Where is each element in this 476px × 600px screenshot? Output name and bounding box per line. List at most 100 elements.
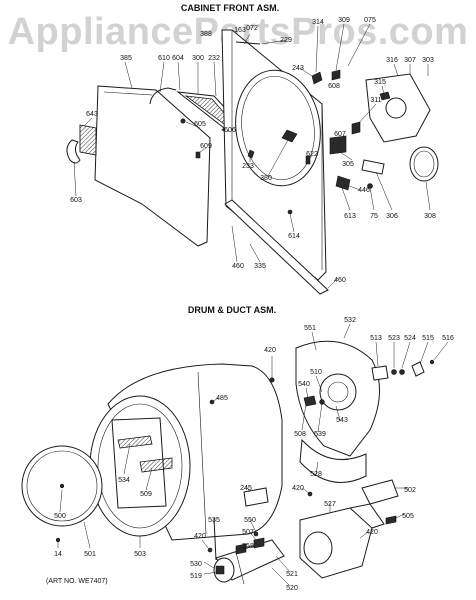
part-label: 420 [194, 533, 206, 540]
part-label: 232 [208, 55, 220, 62]
blower-duct [349, 503, 385, 529]
front-panel-part [94, 85, 211, 247]
part-label: 535 [208, 517, 220, 524]
part-label: 245 [240, 485, 252, 492]
drum-seam [197, 371, 207, 535]
part-label: 534 [118, 477, 130, 484]
part-label: 551 [304, 325, 316, 332]
part-label: 606 [224, 127, 236, 134]
part-label: 303 [422, 57, 434, 64]
clip-243 [311, 71, 323, 85]
part-label: 510 [310, 369, 322, 376]
washer-523 [391, 369, 397, 375]
part-label: 507 [242, 529, 254, 536]
art-number: (ART NO. WE7407) [46, 578, 108, 585]
hinge-wire-part [149, 87, 177, 105]
screw-420a [269, 377, 275, 383]
bearing-539 [319, 399, 325, 405]
part-label: 308 [424, 213, 436, 220]
sensor-315 [379, 91, 391, 101]
bracket-502 [361, 479, 399, 505]
seal-center [59, 483, 65, 489]
clip-530 [215, 565, 225, 575]
part-label: 524 [404, 335, 416, 342]
screw-14 [55, 537, 61, 543]
bulkhead-hub [319, 373, 357, 411]
part-label: 520 [286, 585, 298, 592]
part-label: 519 [190, 573, 202, 580]
part-label: 528 [310, 471, 322, 478]
part-label: 509 [140, 491, 152, 498]
part-label: 610 [158, 55, 170, 62]
part-label: 539 [314, 431, 326, 438]
screw-614 [287, 209, 293, 215]
part-label: 500 [54, 513, 66, 520]
screw-420c [207, 547, 213, 553]
clip-505 [385, 515, 397, 525]
cabinet-leader-lines [73, 23, 431, 289]
drum-front-rim-inner [97, 403, 183, 529]
part-label: 388 [200, 31, 212, 38]
part-label: 508 [294, 431, 306, 438]
drum-baffle-534 [117, 435, 153, 449]
drum-baffle-509 [139, 457, 173, 473]
part-label: 309 [338, 17, 350, 24]
seal-ring-inner [413, 150, 435, 178]
part-label: 643 [86, 111, 98, 118]
part-label: 523 [388, 335, 400, 342]
drum-duct-title: DRUM & DUCT ASM. [188, 305, 276, 315]
part-label: 622 [306, 151, 318, 158]
part-label: 075 [364, 17, 376, 24]
part-550 [253, 531, 259, 537]
part-label: 14 [54, 551, 62, 558]
door-handle-part [66, 139, 81, 164]
part-label: 515 [422, 335, 434, 342]
clip-608 [331, 69, 341, 81]
part-label: 460 [334, 277, 346, 284]
screw-605 [180, 118, 186, 124]
door-opening [235, 69, 321, 187]
part-label: 505 [402, 513, 414, 520]
cabinet-front-title: CABINET FRONT ASM. [181, 3, 279, 13]
part-label: 608 [328, 83, 340, 90]
seal-ring-308 [409, 146, 439, 182]
front-seal-inner [26, 450, 98, 522]
screw-233 [247, 149, 255, 159]
part-label: 550 [244, 517, 256, 524]
part-558 [235, 543, 247, 555]
lint-screen-part [79, 124, 97, 156]
part-label: 420 [366, 529, 378, 536]
part-label: 316 [386, 57, 398, 64]
part-label: 307 [404, 57, 416, 64]
toe-panel-part [224, 199, 329, 295]
part-label: 604 [172, 55, 184, 62]
part-label: 513 [370, 335, 382, 342]
motor-band [235, 551, 245, 585]
part-label: 233 [242, 163, 254, 170]
drum-leader-lines [57, 323, 449, 587]
part-label: 558 [242, 543, 254, 550]
part-label: 614 [288, 233, 300, 240]
part-label: 543 [336, 417, 348, 424]
bracket-hole [385, 97, 407, 119]
part-label: 603 [70, 197, 82, 204]
bracket-072 [235, 41, 261, 45]
part-label: 609 [200, 143, 212, 150]
screw-516 [429, 359, 435, 365]
part-label: 485 [216, 395, 228, 402]
part-label: 229 [280, 37, 292, 44]
bearing-508 [303, 395, 317, 407]
part-245 [243, 487, 269, 507]
part-label: 420 [264, 347, 276, 354]
part-label: 446 [358, 187, 370, 194]
part-label: 516 [442, 335, 454, 342]
drum-duct-assembly [21, 340, 435, 585]
part-507 [253, 537, 265, 549]
part-label: 503 [134, 551, 146, 558]
part-label: 335 [254, 263, 266, 270]
clip-609 [195, 151, 201, 159]
part-label: 306 [386, 213, 398, 220]
part-label: 305 [342, 161, 354, 168]
